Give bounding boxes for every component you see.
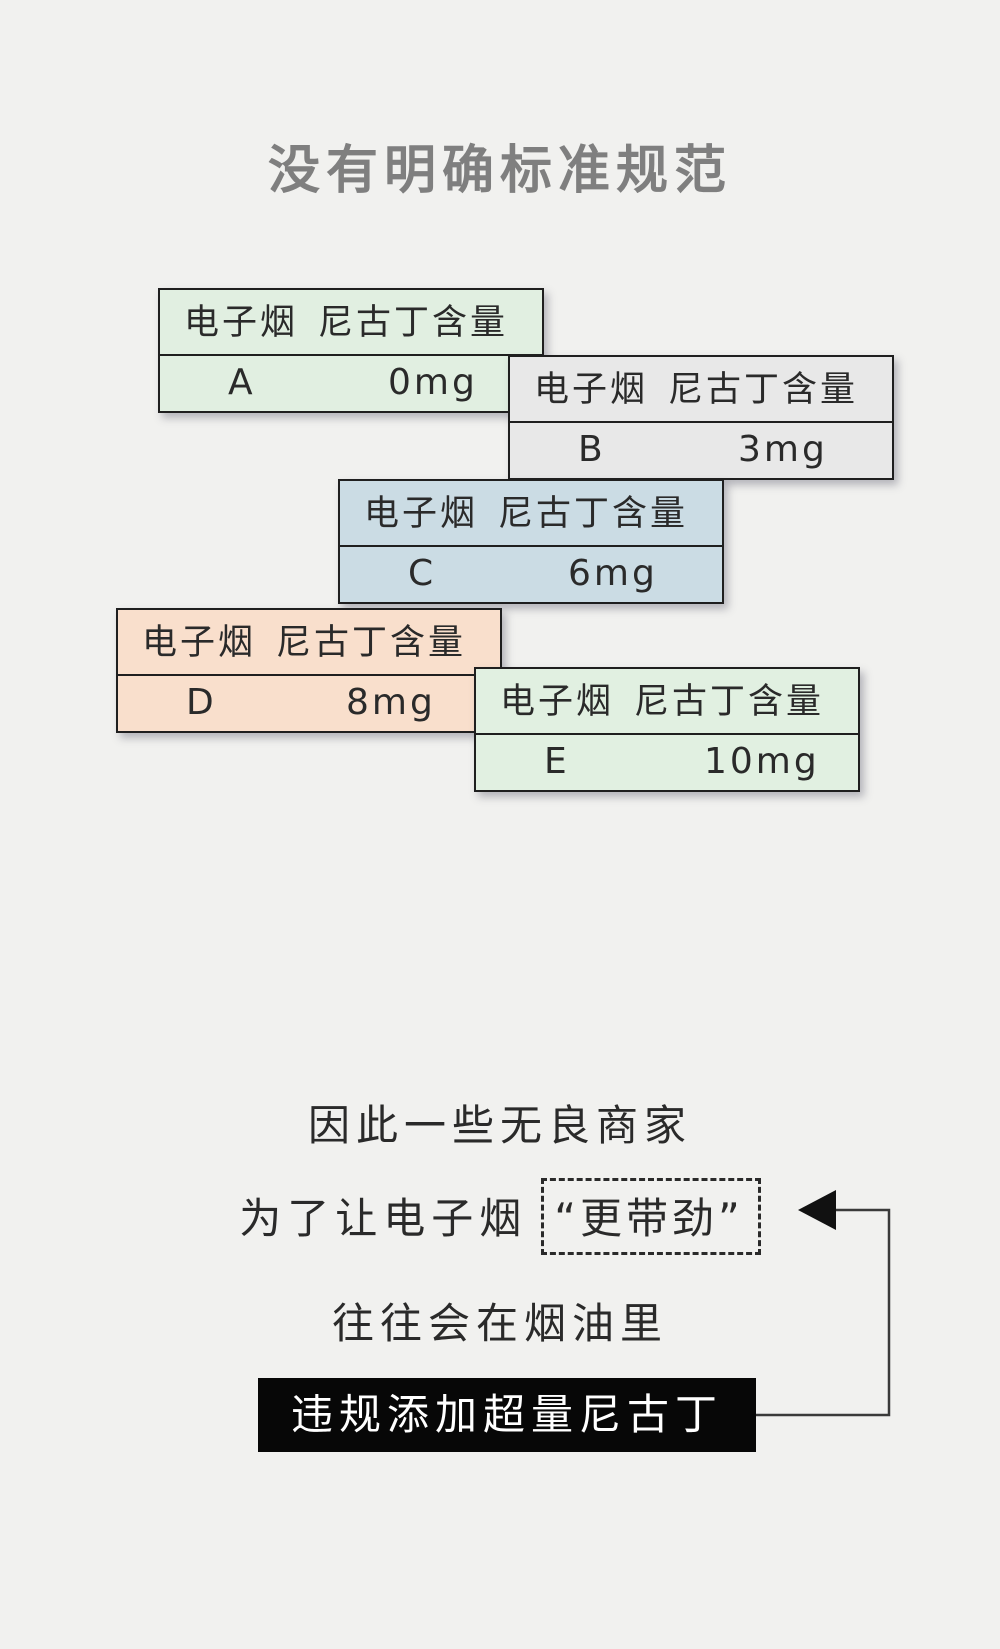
card-header-product: 电子烟	[364, 494, 479, 534]
highlight-black-box: 违规添加超量尼古丁	[258, 1378, 756, 1452]
card-row: C 6mg	[340, 547, 722, 601]
text-line-1: 因此一些无良商家	[307, 1101, 692, 1150]
arrow-head-icon	[798, 1190, 836, 1230]
card-header-product: 电子烟	[142, 623, 257, 663]
card-header-label: 尼古丁含量	[276, 623, 467, 663]
connector-line	[756, 1208, 891, 1417]
text-line-3: 往往会在烟油里	[331, 1299, 668, 1348]
card-value: 3mg	[738, 429, 828, 470]
card-header-label: 尼古丁含量	[498, 494, 689, 534]
card-id: A	[228, 362, 256, 403]
card-value: 8mg	[346, 682, 436, 723]
card-value: 10mg	[704, 741, 820, 782]
text-line-2-prefix: 为了让电子烟	[239, 1194, 528, 1243]
card-row: B 3mg	[510, 423, 892, 477]
card-header: 电子烟尼古丁含量	[340, 481, 722, 547]
card-header-product: 电子烟	[500, 682, 615, 722]
card-value: 0mg	[388, 362, 478, 403]
card-header-product: 电子烟	[534, 370, 649, 410]
card-header: 电子烟尼古丁含量	[476, 669, 858, 735]
card-value: 6mg	[568, 553, 658, 594]
nicotine-card-c: 电子烟尼古丁含量 C 6mg	[338, 479, 724, 604]
card-id: C	[408, 553, 437, 594]
card-header-label: 尼古丁含量	[668, 370, 859, 410]
nicotine-card-a: 电子烟尼古丁含量 A 0mg	[158, 288, 544, 413]
card-header: 电子烟尼古丁含量	[510, 357, 892, 423]
nicotine-card-e: 电子烟尼古丁含量 E 10mg	[474, 667, 860, 792]
text-line-2: 为了让电子烟 “更带劲”	[0, 1178, 1000, 1255]
card-header-product: 电子烟	[184, 303, 299, 343]
card-header: 电子烟尼古丁含量	[160, 290, 542, 356]
card-id: B	[578, 429, 606, 470]
card-row: D 8mg	[118, 676, 500, 730]
card-row: E 10mg	[476, 735, 858, 789]
card-row: A 0mg	[160, 356, 542, 410]
card-id: E	[544, 741, 570, 782]
highlight-dashed-box: “更带劲”	[541, 1178, 761, 1255]
page-title: 没有明确标准规范	[267, 141, 732, 201]
card-header: 电子烟尼古丁含量	[118, 610, 500, 676]
card-header-label: 尼古丁含量	[318, 303, 509, 343]
card-header-label: 尼古丁含量	[634, 682, 825, 722]
nicotine-card-d: 电子烟尼古丁含量 D 8mg	[116, 608, 502, 733]
nicotine-card-b: 电子烟尼古丁含量 B 3mg	[508, 355, 894, 480]
card-id: D	[186, 682, 217, 723]
